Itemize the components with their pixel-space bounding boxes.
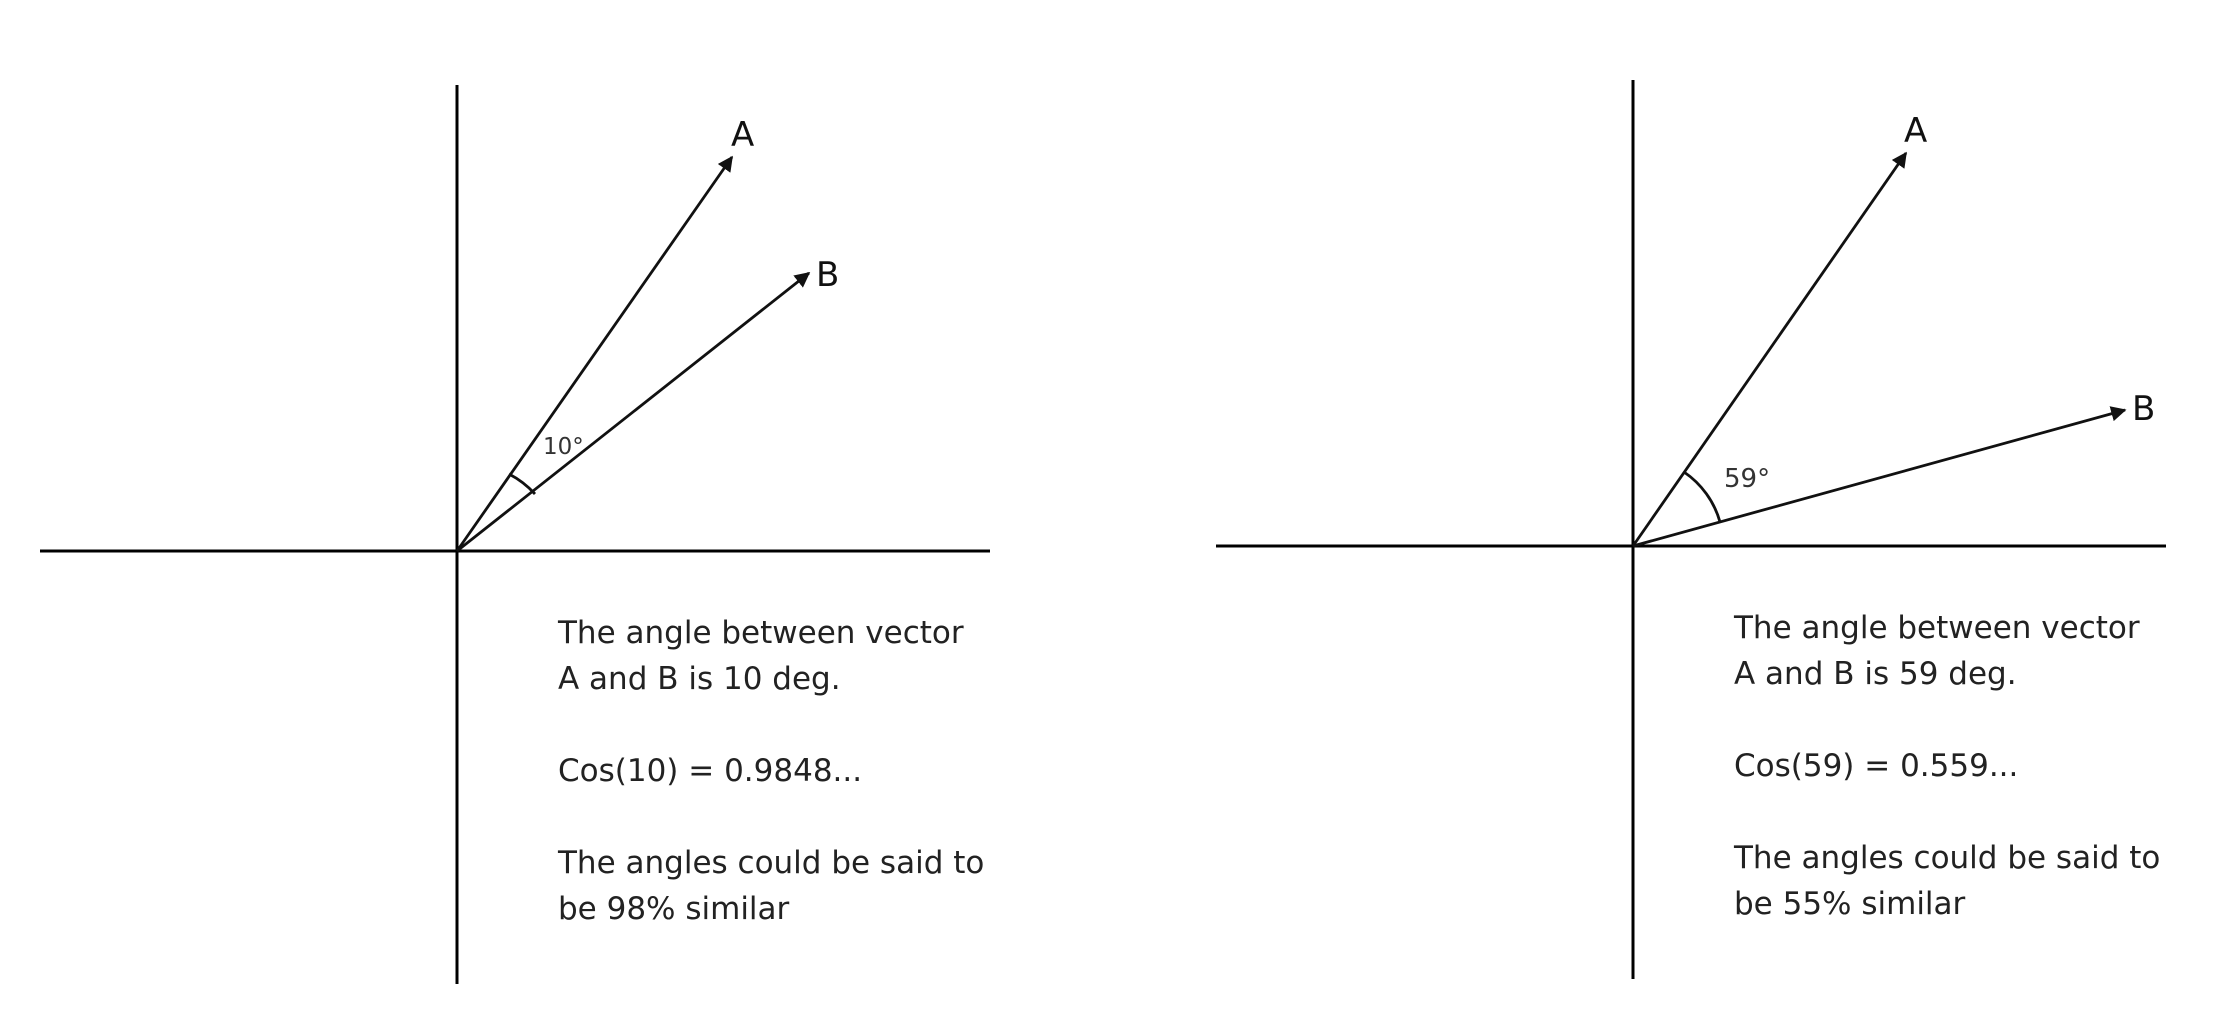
vector-b-label: B — [2132, 389, 2155, 429]
caption-line-1: The angle between vector — [558, 615, 964, 651]
vector-diagram-59deg: A B 59° The angle between vector A and B… — [1112, 0, 2224, 1026]
cosine-value: Cos(10) = 0.9848... — [558, 753, 863, 789]
vector-diagram-10deg: A B 10° The angle between vector A and B… — [40, 85, 990, 984]
vector-b-arrow — [1632, 406, 2127, 548]
similarity-line-1: The angles could be said to — [1734, 840, 2161, 876]
similarity-line-2: be 98% similar — [558, 891, 790, 927]
vector-a-label: A — [731, 115, 754, 155]
caption-line-2: A and B is 10 deg. — [558, 661, 841, 697]
vector-a-label: A — [1904, 111, 1927, 151]
angle-arc — [508, 472, 537, 495]
similarity-line-1: The angles could be said to — [558, 845, 985, 881]
vector-b-label: B — [816, 255, 839, 295]
caption-line-1: The angle between vector — [1734, 610, 2140, 646]
vector-a-arrow — [1631, 151, 1908, 547]
angle-arc — [1683, 470, 1722, 523]
diagram-canvas: A B 10° — [40, 85, 990, 984]
vector-a-arrow — [455, 155, 734, 552]
angle-explanation: The angle between vector A and B is 10 d… — [558, 610, 984, 932]
angle-label: 59° — [1724, 464, 1770, 494]
angle-label: 10° — [543, 434, 584, 460]
caption-line-2: A and B is 59 deg. — [1734, 656, 2017, 692]
similarity-line-2: be 55% similar — [1734, 886, 1966, 922]
angle-explanation: The angle between vector A and B is 59 d… — [1734, 605, 2160, 927]
cosine-value: Cos(59) = 0.559... — [1734, 748, 2019, 784]
diagram-canvas: A B 59° — [1216, 80, 2166, 979]
vector-b-arrow — [456, 271, 811, 553]
